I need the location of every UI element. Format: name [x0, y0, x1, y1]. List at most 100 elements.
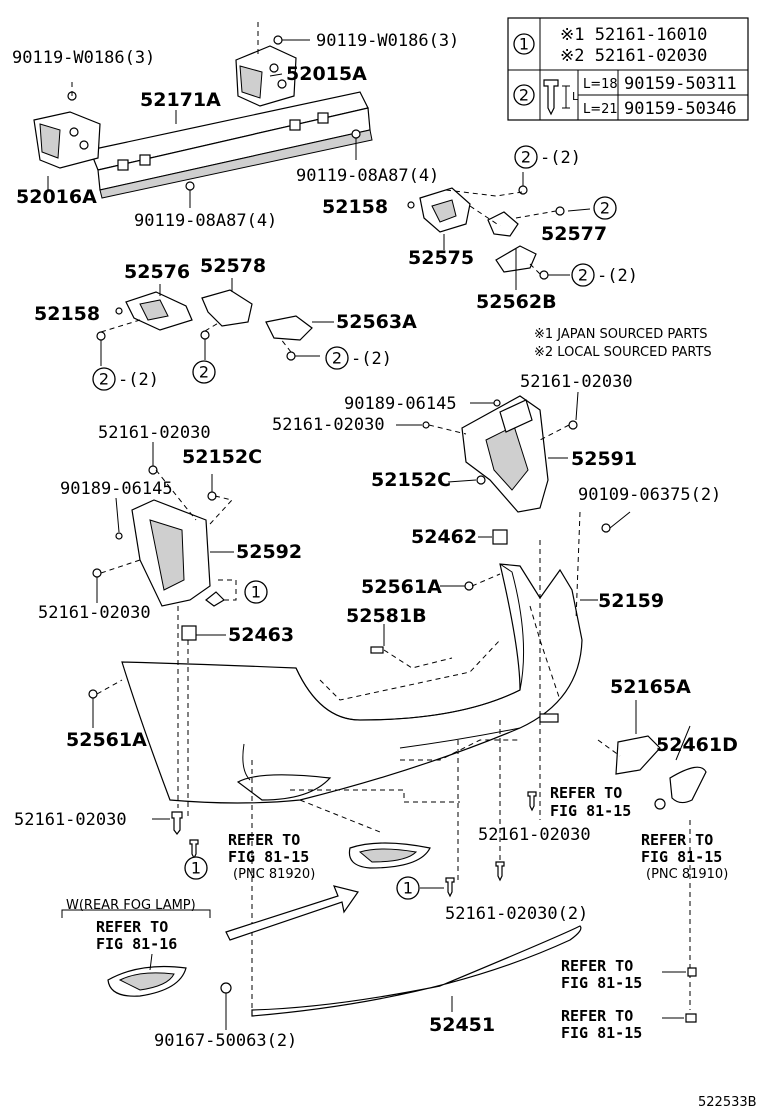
label-52577: 52577 — [541, 223, 607, 245]
callout-2 — [571, 263, 595, 287]
clip-icon — [687, 967, 697, 977]
svg-text:FIG 81-15: FIG 81-15 — [561, 1024, 642, 1042]
note-local-sourced: ※2 LOCAL SOURCED PARTS — [534, 345, 712, 360]
note-japan-sourced: ※1 JAPAN SOURCED PARTS — [534, 327, 708, 342]
svg-text:2: 2 — [99, 370, 109, 389]
pad-52463 — [181, 625, 197, 641]
retainer-52576 — [125, 291, 193, 331]
rear-fog-lamp-option: W(REAR FOG LAMP) REFER TO FIG 81-16 — [61, 898, 211, 997]
bolt-icon — [67, 80, 77, 101]
clip-icon — [422, 421, 430, 429]
label-52161-02030-e: 52161-02030 — [14, 810, 127, 830]
bumper-reinforcement — [89, 91, 373, 199]
label-52158-a: 52158 — [322, 196, 388, 218]
label-52578: 52578 — [200, 255, 266, 277]
svg-text:-(2): -(2) — [597, 266, 638, 286]
callout-1 — [244, 580, 268, 604]
retainer-52577 — [487, 211, 519, 237]
label-52581b: 52581B — [346, 605, 427, 627]
nut-icon — [518, 185, 528, 195]
refer-fig-81-15-e: REFER TO — [561, 1007, 633, 1025]
label-52161-02030-g: 52161-02030(2) — [445, 904, 588, 924]
retainer-52578 — [201, 289, 253, 327]
moulding-52451 — [251, 925, 582, 1017]
clip-icon — [601, 523, 611, 533]
label-52451: 52451 — [429, 1014, 495, 1036]
svg-text:L=18: L=18 — [583, 77, 618, 92]
table-row2-part-a: 90159-50311 — [624, 74, 737, 94]
callout-2-table — [513, 84, 535, 106]
label-52158-b: 52158 — [34, 303, 100, 325]
fastener-table: 1 2 ※1 52161-16010 ※2 52161-02030 L L=18… — [507, 17, 749, 121]
svg-text:(PNC 81920): (PNC 81920) — [233, 867, 315, 882]
table-row1-part-b: ※2 52161-02030 — [560, 46, 707, 66]
label-52171a: 52171A — [140, 89, 221, 111]
label-52161-02030-c: 52161-02030 — [98, 423, 211, 443]
nut-icon — [539, 270, 549, 280]
clip-icon — [568, 420, 578, 430]
label-52462: 52462 — [411, 526, 477, 548]
bracket-52016a — [33, 111, 101, 169]
diagram-id: 522533B — [698, 1095, 757, 1110]
nut-icon — [555, 206, 565, 216]
clip-icon — [527, 791, 537, 812]
clip-icon — [205, 591, 225, 607]
bolt-icon — [273, 35, 310, 45]
clip-icon — [92, 568, 102, 578]
bracket-52015a — [235, 45, 297, 107]
nut-icon — [96, 331, 106, 341]
label-90189-06145-a: 90189-06145 — [344, 394, 457, 414]
svg-text:FIG 81-15: FIG 81-15 — [550, 802, 631, 820]
svg-text:FIG 81-16: FIG 81-16 — [96, 935, 177, 953]
svg-text:L: L — [572, 90, 579, 103]
svg-text:2: 2 — [332, 349, 342, 368]
clip-icon — [407, 201, 415, 209]
clip-icon — [148, 465, 158, 475]
label-52015a: 52015A — [286, 63, 367, 85]
label-52161-02030-f: 52161-02030 — [478, 825, 591, 845]
clip-icon: L — [543, 79, 579, 116]
table-row2-part-b: 90159-50346 — [624, 99, 737, 119]
label-52165a: 52165A — [610, 676, 691, 698]
label-52463: 52463 — [228, 624, 294, 646]
svg-text:1: 1 — [403, 879, 413, 898]
callout-2 — [325, 346, 349, 370]
label-52561a-b: 52561A — [66, 729, 147, 751]
label-52152c-b: 52152C — [182, 446, 262, 468]
nut-icon — [200, 330, 210, 340]
callout-2 — [593, 196, 617, 220]
bolt-icon — [351, 129, 361, 160]
svg-text:FIG 81-15: FIG 81-15 — [641, 848, 722, 866]
label-52016a: 52016A — [16, 186, 97, 208]
svg-text:FIG 81-15: FIG 81-15 — [561, 974, 642, 992]
callout-1 — [396, 876, 420, 900]
svg-text:2: 2 — [199, 363, 209, 382]
clip-icon — [88, 689, 98, 699]
refer-fig-81-15-b: REFER TO — [641, 831, 713, 849]
pad-52462 — [492, 529, 508, 545]
svg-text:2: 2 — [519, 86, 529, 105]
label-90119-08a87-a: 90119-08A87(4) — [296, 166, 439, 186]
retainer-52165a — [615, 735, 661, 775]
svg-text:-(2): -(2) — [540, 148, 581, 168]
bolt-icon — [220, 982, 232, 994]
table-row1-part-a: ※1 52161-16010 — [560, 25, 707, 45]
label-52561a-a: 52561A — [361, 576, 442, 598]
rear-fog-lamp-center — [348, 842, 431, 869]
bracket-52592 — [131, 499, 211, 607]
label-90119-08a87-b: 90119-08A87(4) — [134, 211, 277, 231]
svg-text:1: 1 — [251, 583, 261, 602]
refer-fig-81-15-c: REFER TO — [228, 831, 300, 849]
clip-icon — [445, 877, 455, 898]
label-90119-w0186-right: 90119-W0186(3) — [316, 31, 459, 51]
label-52592: 52592 — [236, 541, 302, 563]
svg-text:2: 2 — [521, 148, 531, 167]
svg-text:FIG 81-15: FIG 81-15 — [228, 848, 309, 866]
direction-arrow — [225, 885, 359, 941]
refer-fig-81-15-d: REFER TO — [561, 957, 633, 975]
label-52161-02030-b: 52161-02030 — [272, 415, 385, 435]
label-52461d: 52461D — [656, 734, 738, 756]
reflector-52461d — [669, 766, 707, 804]
label-90109-06375: 90109-06375(2) — [578, 485, 721, 505]
clip-icon — [115, 532, 123, 540]
